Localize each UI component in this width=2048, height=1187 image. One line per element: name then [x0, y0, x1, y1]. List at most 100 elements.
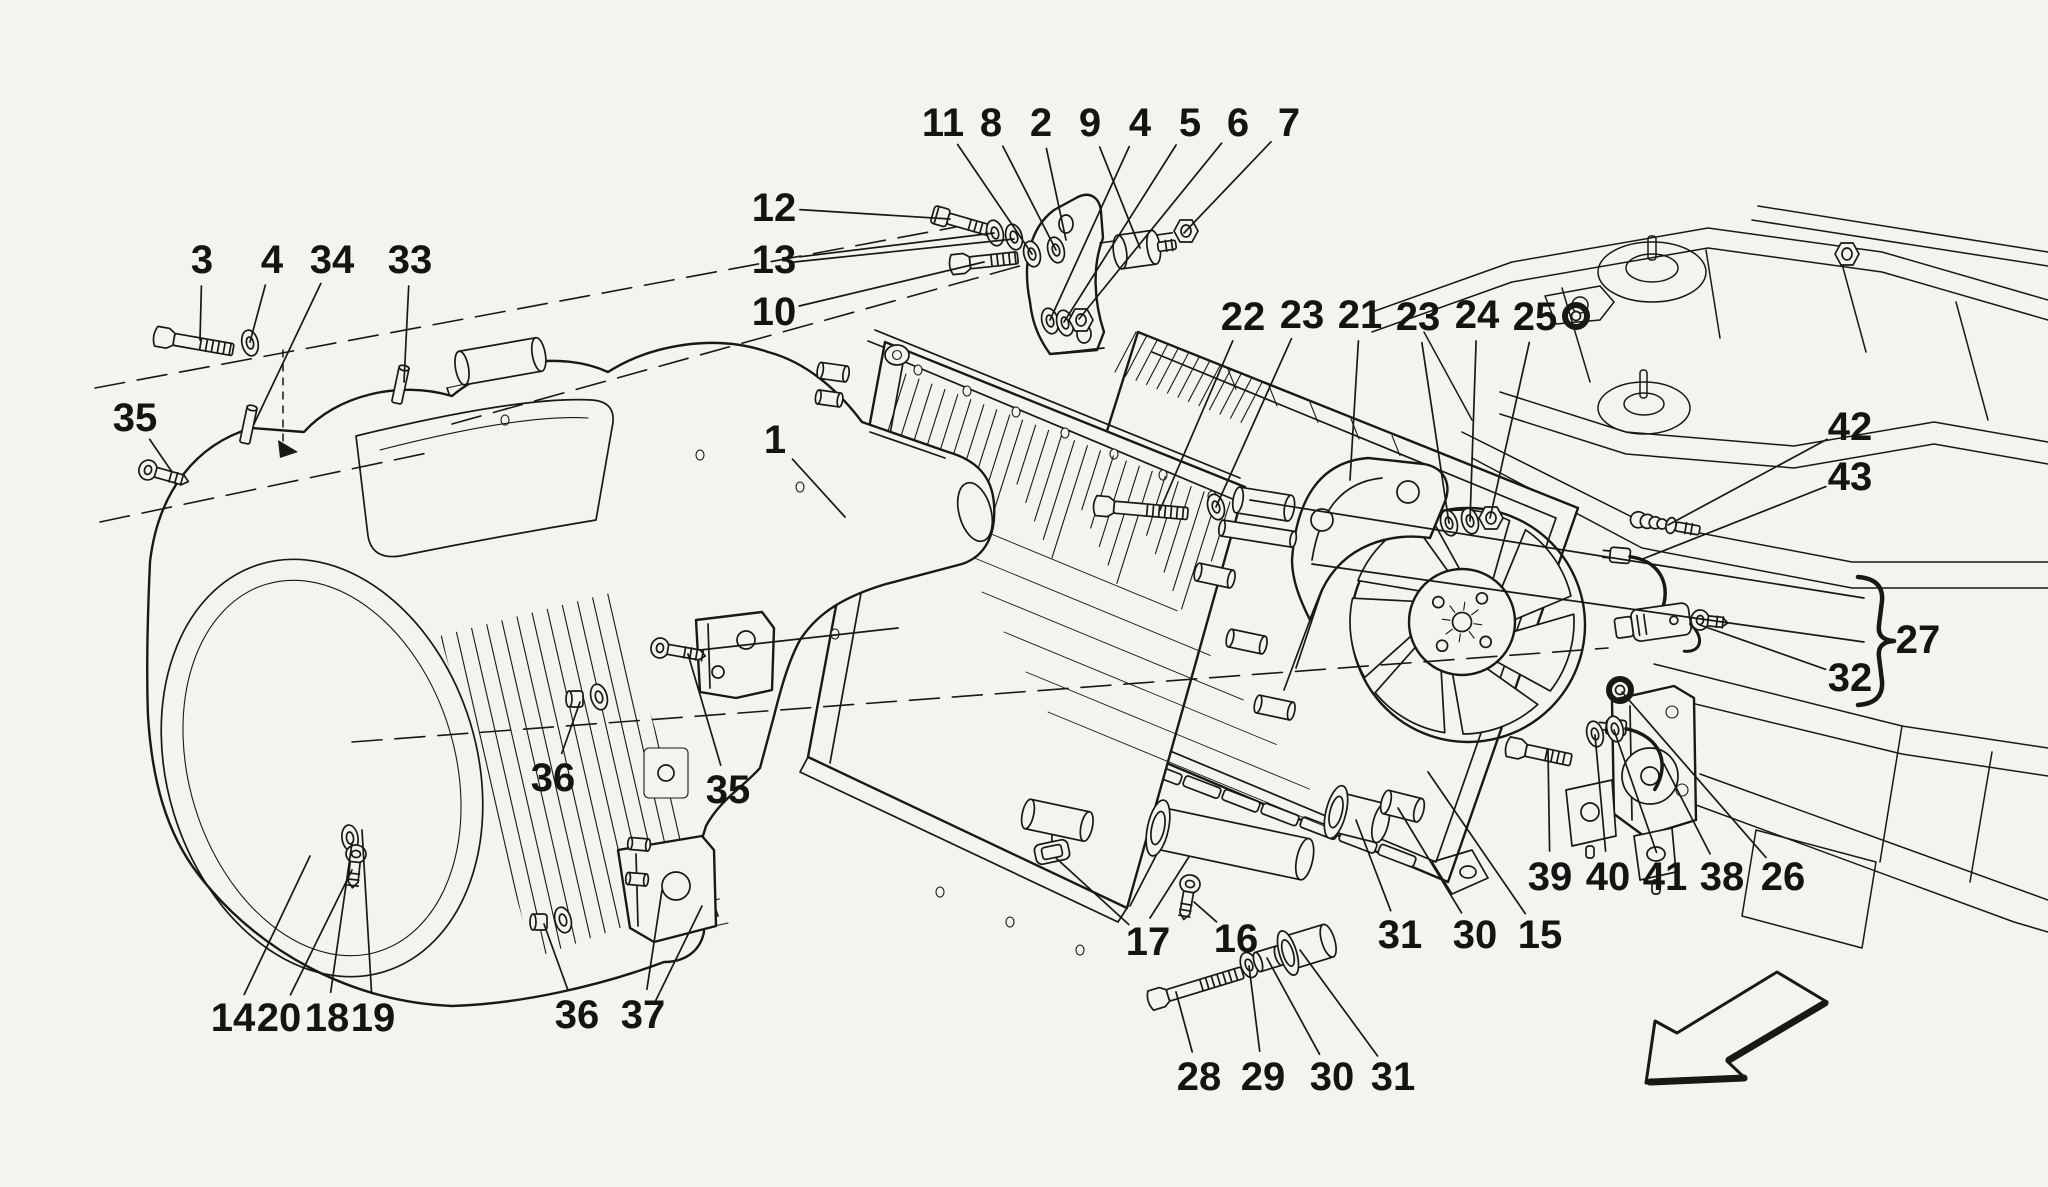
- callout-36-29: 36: [555, 993, 600, 1037]
- bolt-3: [152, 325, 235, 357]
- callout-18-33: 18: [305, 996, 350, 1040]
- screw-42: [1629, 510, 1701, 536]
- leader-43: [1639, 485, 1827, 561]
- nut-25: [1478, 506, 1504, 530]
- callout-42-23: 42: [1828, 405, 1873, 449]
- callout-19-34: 19: [351, 996, 396, 1040]
- leader-26: [1621, 691, 1767, 859]
- shroud-fins: [1114, 331, 1263, 423]
- group-brace-27: [1855, 574, 1897, 708]
- callout-31-48: 31: [1371, 1055, 1416, 1099]
- leader-12: [799, 208, 951, 220]
- callout-43-24: 43: [1828, 455, 1873, 499]
- leader-34: [253, 282, 322, 425]
- spacer-21a: [1231, 486, 1296, 522]
- leader-15: [1427, 771, 1527, 915]
- stud-9: [1156, 238, 1178, 253]
- callout-7-7: 7: [1278, 101, 1300, 145]
- callout-12-8: 12: [752, 186, 797, 230]
- callout-14-31: 14: [211, 996, 256, 1040]
- bracket-bolt-b: [624, 871, 650, 887]
- callout-17-35: 17: [1126, 920, 1171, 964]
- leader-19: [361, 829, 373, 993]
- bracket-bolt-a: [626, 836, 652, 852]
- leader-10: [798, 261, 985, 307]
- leader-31: [1299, 949, 1379, 1057]
- duct-opening: [160, 558, 484, 978]
- leader-1: [791, 458, 846, 518]
- callout-24-21: 24: [1455, 293, 1500, 337]
- callout-21-19: 21: [1338, 293, 1383, 337]
- callout-23-18: 23: [1280, 293, 1325, 337]
- callout-6-6: 6: [1227, 101, 1249, 145]
- leader-17: [1055, 857, 1130, 926]
- callout-34-13: 34: [310, 238, 355, 282]
- callout-41-42: 41: [1643, 855, 1688, 899]
- leader-38: [1663, 763, 1711, 855]
- leader-40: [1594, 734, 1607, 852]
- rod-21b: [1217, 519, 1298, 549]
- leader-18: [329, 842, 353, 994]
- screw-35b: [650, 637, 707, 662]
- screw-19: [345, 844, 367, 889]
- datum-lines: [94, 226, 1609, 743]
- bracket-35: [694, 610, 776, 700]
- leader-25: [1489, 341, 1531, 519]
- support-bracket-21: [1283, 456, 1449, 691]
- grommet-26: [1606, 676, 1634, 704]
- callout-3-11: 3: [191, 238, 213, 282]
- peg-a: [1193, 562, 1236, 589]
- fan-motor-bracket-38: [1565, 684, 1698, 895]
- leader-30: [1397, 807, 1463, 914]
- leader-13: [798, 232, 995, 258]
- projection-line: [699, 627, 899, 651]
- leader-20: [289, 869, 353, 996]
- leader-33: [403, 285, 410, 383]
- callout-33-14: 33: [388, 238, 433, 282]
- pin-34: [239, 404, 258, 445]
- leader-24: [1469, 340, 1477, 522]
- leader-35: [148, 438, 173, 473]
- washer-36b: [553, 906, 573, 934]
- leader-28: [1175, 991, 1194, 1053]
- leader-37: [646, 889, 663, 991]
- bushing-36a: [565, 690, 584, 708]
- leader-23: [1215, 337, 1293, 508]
- callout-16-36: 16: [1214, 917, 1259, 961]
- bracket-37: [616, 747, 718, 944]
- mount-peg: [1020, 798, 1094, 843]
- cooling-fan: [1349, 509, 1575, 735]
- callout-25-22: 25: [1513, 295, 1558, 339]
- leader-42: [1667, 438, 1828, 526]
- callout-9-3: 9: [1079, 101, 1101, 145]
- callout-27-25: 27: [1896, 618, 1941, 662]
- washer-41: [1605, 715, 1625, 743]
- callout-20-32: 20: [257, 996, 302, 1040]
- callout-30-47: 30: [1310, 1055, 1355, 1099]
- leader-41: [1613, 729, 1658, 854]
- leader-36: [560, 701, 581, 755]
- frame-grommet: [1562, 302, 1590, 330]
- pipe-a: [816, 361, 851, 383]
- leader-2: [1045, 147, 1067, 241]
- nut-6: [1068, 308, 1094, 332]
- callout-38-43: 38: [1700, 855, 1745, 899]
- core-tank: [454, 336, 547, 386]
- cable-43: [1601, 546, 1667, 614]
- callout-30-38: 30: [1453, 913, 1498, 957]
- callout-35-15: 35: [113, 396, 158, 440]
- washer-40: [1585, 720, 1605, 748]
- leader-3: [199, 285, 203, 341]
- peg-b: [1225, 628, 1268, 655]
- leader-7: [1183, 140, 1272, 234]
- callout-4-12: 4: [261, 238, 284, 282]
- leader-14: [243, 855, 311, 996]
- datum-arrowhead: [278, 440, 298, 458]
- leader-4: [249, 284, 267, 343]
- callout-10-10: 10: [752, 290, 797, 334]
- callout-15-39: 15: [1518, 913, 1563, 957]
- bushing-31a: [1323, 784, 1391, 844]
- projection-line: [654, 905, 703, 1003]
- bolt-22: [1092, 494, 1189, 521]
- callout-36-27: 36: [531, 756, 576, 800]
